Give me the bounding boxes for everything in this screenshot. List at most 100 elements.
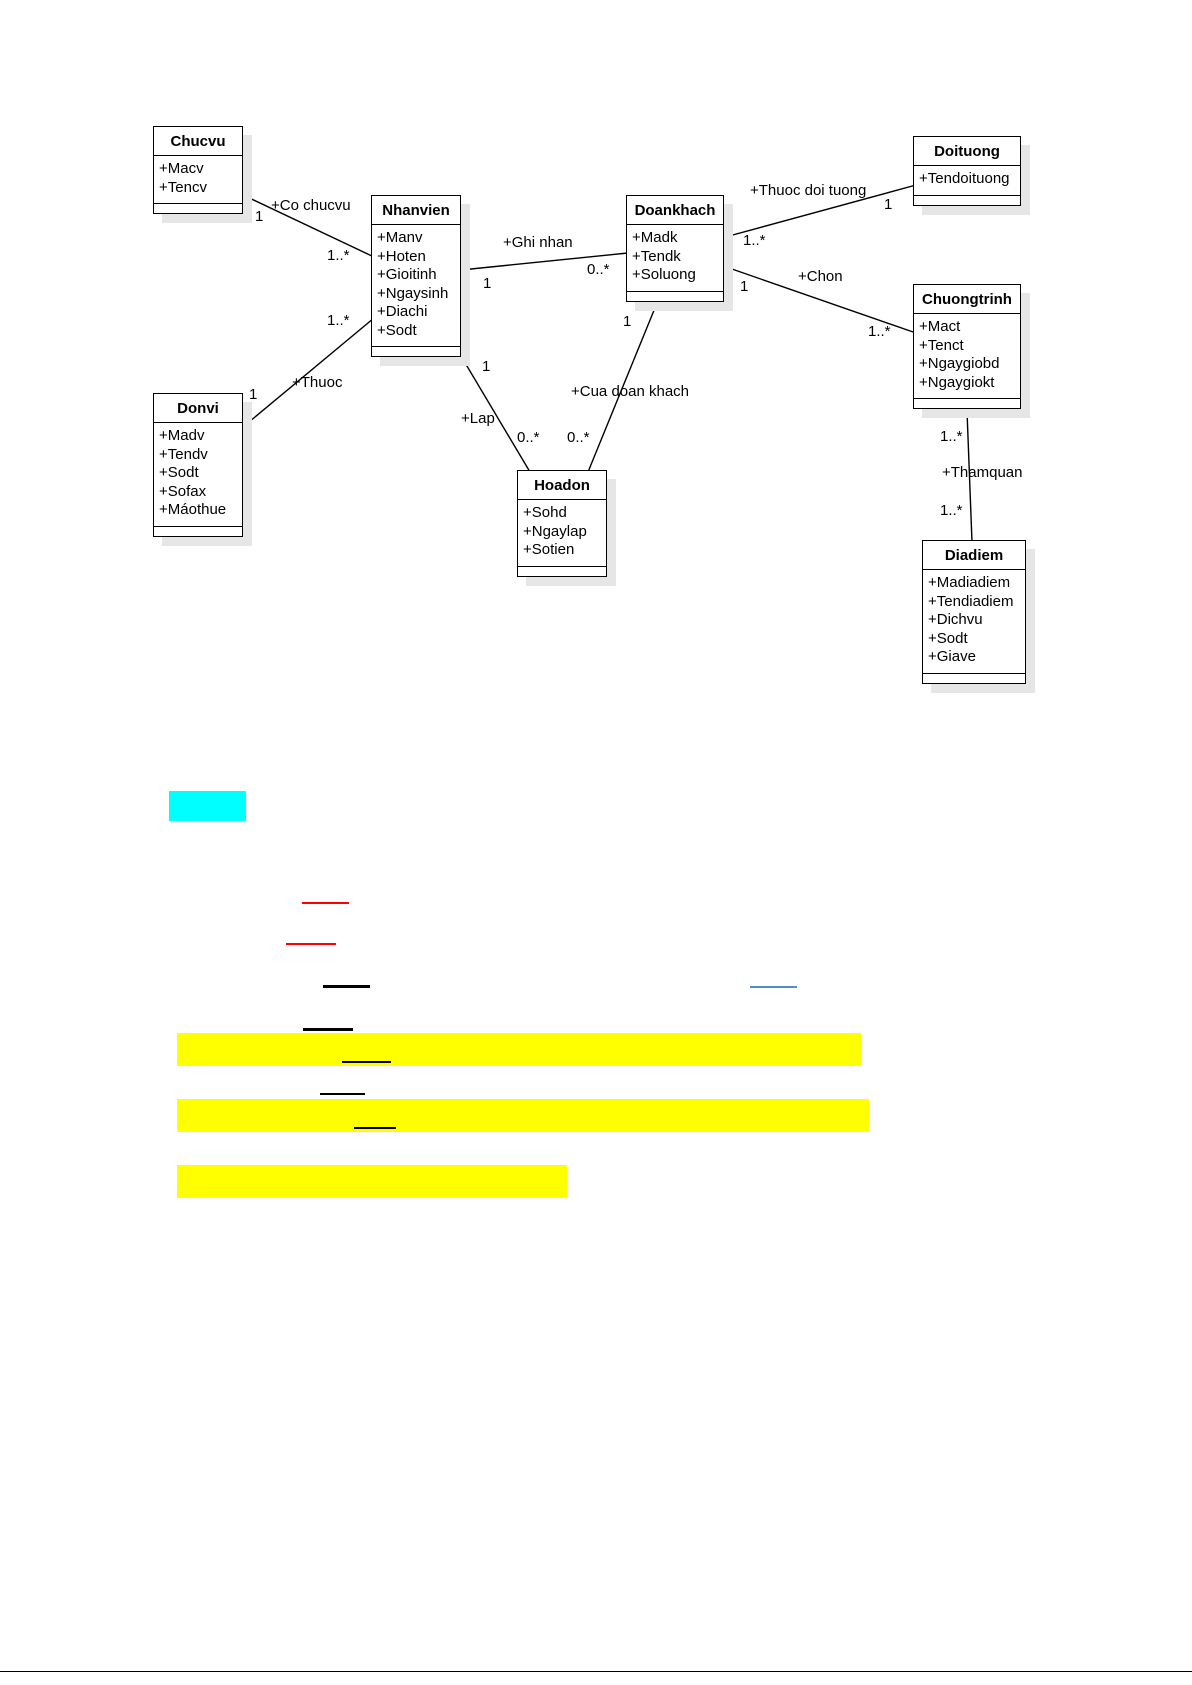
page-bottom-rule bbox=[0, 1671, 1192, 1672]
attribute: +Tendoituong bbox=[919, 170, 1010, 187]
class-doituong: Doituong +Tendoituong bbox=[913, 136, 1021, 206]
line-chon bbox=[728, 267, 917, 334]
mult-chon-end1: 1 bbox=[740, 278, 749, 295]
line-lap bbox=[460, 355, 531, 473]
class-hoadon: Hoadon +Sohd +Ngaylap +Sotien bbox=[517, 470, 607, 577]
assoc-thuoc-doi-tuong-name: +Thuoc doi tuong bbox=[750, 182, 867, 199]
underline-black-5 bbox=[354, 1127, 396, 1129]
class-nhanvien: Nhanvien +Manv +Hoten +Gioitinh +Ngaysin… bbox=[371, 195, 461, 357]
class-nhanvien-operations bbox=[372, 347, 460, 356]
highlight-yellow-block-2 bbox=[177, 1099, 869, 1132]
class-chuongtrinh-name: Chuongtrinh bbox=[914, 285, 1020, 314]
mult-thamquan-end2: 1..* bbox=[940, 502, 963, 519]
class-hoadon-operations bbox=[518, 567, 606, 576]
underline-red-2 bbox=[286, 943, 336, 945]
class-donvi: Donvi +Madv +Tendv +Sodt +Sofax +Máothue bbox=[153, 393, 243, 537]
mult-thuoc-end2: 1..* bbox=[327, 312, 350, 329]
class-diadiem: Diadiem +Madiadiem +Tendiadiem +Dichvu +… bbox=[922, 540, 1026, 684]
mult-chon-end2: 1..* bbox=[868, 323, 891, 340]
attribute: +Sodt bbox=[928, 629, 968, 647]
uml-class-diagram: +Co chucvu +Thuoc +Ghi nhan +Lap +Cua do… bbox=[0, 0, 1192, 720]
attribute: +Máothue bbox=[159, 501, 227, 518]
mult-thuoc-end1: 1 bbox=[249, 386, 258, 403]
highlight-yellow-block-3 bbox=[177, 1165, 567, 1198]
attribute: +Tencv bbox=[159, 178, 207, 196]
mult-thuoc-doi-tuong-end2: 1 bbox=[884, 196, 893, 213]
attribute: +Tendiadiem bbox=[928, 592, 1014, 610]
highlight-cyan-block bbox=[169, 791, 246, 821]
assoc-cua-doan-khach-name: +Cua doan khach bbox=[571, 383, 690, 400]
attribute: +Dichvu bbox=[928, 611, 983, 628]
attribute: +Sotien bbox=[523, 541, 575, 558]
mult-cua-doan-khach-end1: 1 bbox=[623, 313, 632, 330]
highlight-yellow-block-1 bbox=[177, 1033, 861, 1066]
underline-black-4 bbox=[320, 1093, 365, 1095]
underline-black-2 bbox=[303, 1028, 353, 1031]
mult-ghi-nhan-end2: 0..* bbox=[587, 261, 610, 278]
mult-thamquan-end1: 1..* bbox=[940, 428, 963, 445]
assoc-chon-name: +Chon bbox=[798, 268, 843, 285]
attribute: +Mact bbox=[919, 318, 961, 335]
assoc-co-chucvu-name: +Co chucvu bbox=[271, 197, 351, 214]
class-hoadon-attributes: +Sohd +Ngaylap +Sotien bbox=[518, 500, 606, 567]
class-doankhach-name: Doankhach bbox=[627, 196, 723, 225]
class-diadiem-name: Diadiem bbox=[923, 541, 1025, 570]
class-hoadon-name: Hoadon bbox=[518, 471, 606, 500]
line-thamquan bbox=[966, 410, 973, 543]
attribute: +Ngaygiokt bbox=[919, 373, 995, 391]
line-ghi-nhan bbox=[460, 252, 629, 271]
mult-cua-doan-khach-end2: 0..* bbox=[567, 429, 590, 446]
attribute: +Ngaysinh bbox=[377, 284, 449, 302]
mult-co-chucvu-end2: 1..* bbox=[327, 247, 350, 264]
line-cua-doan-khach bbox=[587, 302, 658, 473]
assoc-lap-name: +Lap bbox=[461, 410, 495, 427]
mult-lap-end1: 1 bbox=[482, 358, 491, 375]
attribute: +Ngaygiobd bbox=[919, 355, 1000, 372]
mult-lap-end2: 0..* bbox=[517, 429, 540, 446]
attribute: +Giave bbox=[928, 648, 976, 665]
class-chucvu-operations bbox=[154, 204, 242, 213]
mult-co-chucvu-end1: 1 bbox=[255, 208, 264, 225]
attribute: +Sodt bbox=[377, 321, 417, 339]
underline-black-3 bbox=[342, 1061, 391, 1063]
attribute: +Gioitinh bbox=[377, 266, 437, 283]
attribute: +Sodt bbox=[159, 464, 199, 481]
attribute: +Tenct bbox=[919, 336, 964, 354]
association-lines bbox=[242, 184, 973, 543]
line-thuoc-doi-tuong bbox=[728, 184, 917, 237]
class-nhanvien-name: Nhanvien bbox=[372, 196, 460, 225]
assoc-thamquan-name: +Thamquan bbox=[942, 464, 1023, 481]
class-nhanvien-attributes: +Manv +Hoten +Gioitinh +Ngaysinh +Diachi… bbox=[372, 225, 460, 347]
line-thuoc bbox=[242, 317, 375, 428]
class-chucvu: Chucvu +Macv +Tencv bbox=[153, 126, 243, 214]
class-doankhach-operations bbox=[627, 292, 723, 301]
class-diadiem-operations bbox=[923, 674, 1025, 683]
attribute: +Madiadiem bbox=[928, 574, 1011, 591]
class-chucvu-attributes: +Macv +Tencv bbox=[154, 156, 242, 204]
class-diadiem-attributes: +Madiadiem +Tendiadiem +Dichvu +Sodt +Gi… bbox=[923, 570, 1025, 674]
attribute: +Hoten bbox=[377, 247, 426, 265]
class-doituong-name: Doituong bbox=[914, 137, 1020, 166]
class-doankhach-attributes: +Madk +Tendk +Soluong bbox=[627, 225, 723, 292]
underline-blue-1 bbox=[750, 986, 797, 988]
class-chuongtrinh-operations bbox=[914, 399, 1020, 408]
attribute: +Sohd bbox=[523, 504, 567, 521]
class-doituong-attributes: +Tendoituong bbox=[914, 166, 1020, 196]
assoc-ghi-nhan-name: +Ghi nhan bbox=[503, 234, 573, 251]
class-donvi-name: Donvi bbox=[154, 394, 242, 423]
mult-thuoc-doi-tuong-end1: 1..* bbox=[743, 232, 766, 249]
attribute: +Tendk bbox=[632, 247, 681, 265]
attribute: +Madk bbox=[632, 229, 678, 246]
attribute: +Ngaylap bbox=[523, 522, 587, 540]
mult-ghi-nhan-end1: 1 bbox=[483, 275, 492, 292]
assoc-thuoc-name: +Thuoc bbox=[292, 374, 343, 391]
attribute: +Madv bbox=[159, 427, 205, 444]
underline-black-1 bbox=[323, 985, 370, 988]
class-chuongtrinh: Chuongtrinh +Mact +Tenct +Ngaygiobd +Nga… bbox=[913, 284, 1021, 409]
class-donvi-attributes: +Madv +Tendv +Sodt +Sofax +Máothue bbox=[154, 423, 242, 527]
class-donvi-operations bbox=[154, 527, 242, 536]
underline-red-1 bbox=[302, 902, 349, 904]
attribute: +Soluong bbox=[632, 266, 696, 283]
attribute: +Sofax bbox=[159, 482, 207, 500]
class-doituong-operations bbox=[914, 196, 1020, 205]
